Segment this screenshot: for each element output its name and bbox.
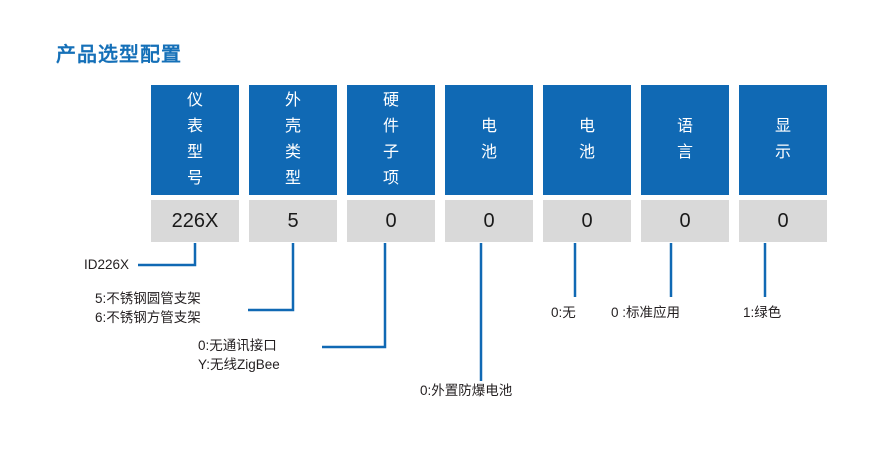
annotation-col4: 0:外置防爆电池 <box>420 381 512 400</box>
annotation-col4-line1: 0:外置防爆电池 <box>420 383 513 398</box>
column-header-6: 语 言 <box>641 85 729 195</box>
header-char: 壳 <box>284 118 301 135</box>
annotation-col1-line1: ID226X <box>84 257 130 272</box>
header-char: 子 <box>382 144 399 161</box>
header-char: 型 <box>186 144 203 161</box>
column-value-2: 5 <box>249 200 337 242</box>
column-header-7: 显 示 <box>739 85 827 195</box>
column-header-1: 仪 表 型 号 <box>151 85 239 195</box>
annotation-col2-line2: 6:不锈钢方管支架 <box>95 310 201 325</box>
header-char: 类 <box>284 144 301 161</box>
column-header-5: 电 池 <box>543 85 631 195</box>
header-char: 语 <box>676 118 693 135</box>
header-char: 仪 <box>186 92 203 109</box>
column-header-4: 电 池 <box>445 85 533 195</box>
column-value-3: 0 <box>347 200 435 242</box>
annotation-col3-line2: Y:无线ZigBee <box>198 357 280 372</box>
leader-line-3 <box>322 243 387 349</box>
header-char: 件 <box>382 118 399 135</box>
annotation-col6-line1: 0 :标准应用 <box>611 305 681 320</box>
leader-line-2 <box>248 243 295 312</box>
header-char: 池 <box>578 144 595 161</box>
annotation-col7-line1: 1:绿色 <box>743 305 782 320</box>
annotation-col2: 5:不锈钢圆管支架 6:不锈钢方管支架 <box>95 289 201 327</box>
header-char: 示 <box>774 144 791 161</box>
column-header-2: 外 壳 类 型 <box>249 85 337 195</box>
column-value-5: 0 <box>543 200 631 242</box>
header-char: 表 <box>186 118 203 135</box>
header-char: 外 <box>284 92 301 109</box>
column-value-7: 0 <box>739 200 827 242</box>
column-header-3: 硬 件 子 项 <box>347 85 435 195</box>
column-value-6: 0 <box>641 200 729 242</box>
header-char: 电 <box>578 118 595 135</box>
header-char: 电 <box>480 118 497 135</box>
annotation-col5: 0:无 <box>551 303 576 322</box>
column-value-4: 0 <box>445 200 533 242</box>
header-char: 项 <box>382 170 399 187</box>
header-char: 硬 <box>382 92 399 109</box>
header-char: 号 <box>186 170 203 187</box>
annotation-col3-line1: 0:无通讯接口 <box>198 338 277 353</box>
page-title: 产品选型配置 <box>56 44 182 66</box>
header-char: 显 <box>774 118 791 135</box>
annotation-col1: ID226X <box>84 255 129 274</box>
header-char: 型 <box>284 170 301 187</box>
leader-line-1 <box>138 243 197 267</box>
annotation-col6: 0 :标准应用 <box>611 303 680 322</box>
column-value-1: 226X <box>151 200 239 242</box>
annotation-col5-line1: 0:无 <box>551 305 576 320</box>
annotation-col3: 0:无通讯接口 Y:无线ZigBee <box>198 336 280 374</box>
header-char: 言 <box>676 144 693 161</box>
annotation-col7: 1:绿色 <box>743 303 781 322</box>
annotation-col2-line1: 5:不锈钢圆管支架 <box>95 291 201 306</box>
header-char: 池 <box>480 144 497 161</box>
